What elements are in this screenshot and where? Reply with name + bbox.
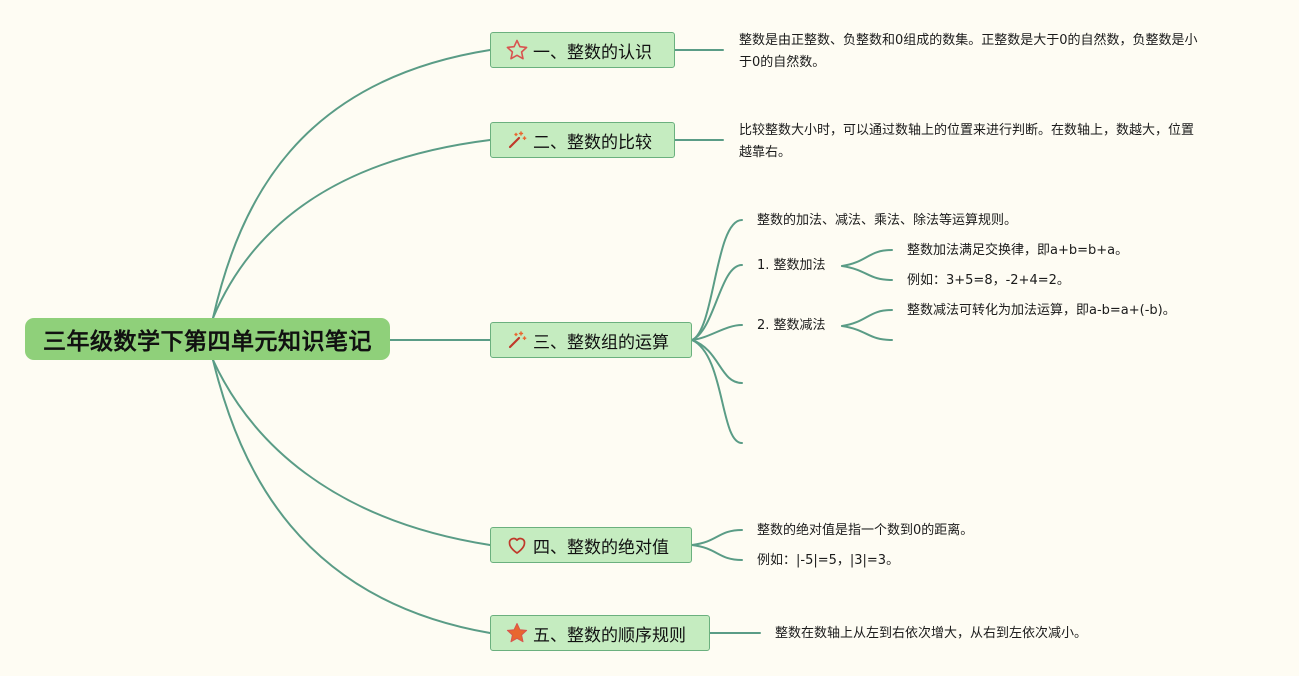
connector-topic3-empty2 bbox=[691, 339, 743, 444]
connector-sub1-item2 bbox=[841, 265, 893, 281]
subtopic-integer-subtraction[interactable]: 2. 整数减法 bbox=[757, 315, 826, 337]
connector-root-topic5 bbox=[212, 359, 491, 634]
note-line: 比较整数大小时，可以通过数轴上的位置来进行判断。在数轴上，数越大，位置 bbox=[739, 123, 1195, 138]
leaf-text: 整数加法满足交换律，即a+b=b+a。 bbox=[907, 243, 1129, 258]
subtopic-text: 1. 整数加法 bbox=[757, 258, 826, 273]
connector-root-topic1 bbox=[212, 49, 491, 319]
leaf-text: 例如：3+5=8，-2+4=2。 bbox=[907, 273, 1070, 288]
note-line: 越靠右。 bbox=[739, 145, 792, 160]
connector-root-topic4 bbox=[212, 359, 491, 546]
note-line: 整数是由正整数、负整数和0组成的数集。正整数是大于0的自然数，负整数是小 bbox=[739, 33, 1198, 48]
note-integer-comparison: 比较整数大小时，可以通过数轴上的位置来进行判断。在数轴上，数越大，位置 越靠右。 bbox=[739, 120, 1239, 164]
connector-topic4-item2 bbox=[691, 544, 743, 561]
connector-topic3-empty1 bbox=[691, 339, 743, 384]
leaf-subtraction-rule[interactable]: 整数减法可转化为加法运算，即a-b=a+(-b)。 bbox=[907, 300, 1176, 322]
note-line: 整数在数轴上从左到右依次增大，从右到左依次减小。 bbox=[775, 626, 1088, 641]
magic-wand-icon bbox=[505, 328, 529, 352]
topic-label: 四、整数的绝对值 bbox=[533, 537, 669, 558]
star-outline-icon bbox=[505, 38, 529, 62]
leaf-absolute-example[interactable]: 例如：|-5|=5，|3|=3。 bbox=[757, 550, 899, 572]
subtopic-integer-addition[interactable]: 1. 整数加法 bbox=[757, 255, 826, 277]
subtopic-text: 整数的加法、减法、乘法、除法等运算规则。 bbox=[757, 213, 1018, 228]
connector-topic3-sub1 bbox=[691, 264, 743, 341]
connector-sub1-item1 bbox=[841, 249, 893, 267]
connector-sub2-item1 bbox=[841, 309, 893, 327]
leaf-addition-example[interactable]: 例如：3+5=8，-2+4=2。 bbox=[907, 270, 1070, 292]
topic-label: 五、整数的顺序规则 bbox=[533, 625, 686, 646]
topic-label: 三、整数组的运算 bbox=[533, 332, 669, 353]
note-order-rules[interactable]: 整数在数轴上从左到右依次增大，从右到左依次减小。 bbox=[775, 623, 1087, 645]
topic-integer-operations[interactable]: 三、整数组的运算 bbox=[490, 322, 692, 358]
leaf-text: 整数减法可转化为加法运算，即a-b=a+(-b)。 bbox=[907, 303, 1176, 318]
note-line: 于0的自然数。 bbox=[739, 55, 826, 70]
topic-integer-concept[interactable]: 一、整数的认识 bbox=[490, 32, 675, 68]
magic-wand-icon bbox=[505, 128, 529, 152]
subtopic-operation-rules[interactable]: 整数的加法、减法、乘法、除法等运算规则。 bbox=[757, 210, 1017, 232]
connector-sub2-item2 bbox=[841, 325, 893, 341]
connector-topic4-item1 bbox=[691, 529, 743, 546]
heart-outline-icon bbox=[505, 533, 529, 557]
root-topic[interactable]: 三年级数学下第四单元知识笔记 bbox=[25, 318, 390, 360]
star-filled-icon bbox=[505, 621, 529, 645]
leaf-text: 整数的绝对值是指一个数到0的距离。 bbox=[757, 523, 974, 538]
connector-topic3-sub2 bbox=[691, 324, 743, 341]
note-integer-concept: 整数是由正整数、负整数和0组成的数集。正整数是大于0的自然数，负整数是小 于0的… bbox=[739, 30, 1239, 74]
topic-label: 一、整数的认识 bbox=[533, 42, 652, 63]
connector-root-topic2 bbox=[212, 139, 491, 319]
topic-integer-comparison[interactable]: 二、整数的比较 bbox=[490, 122, 675, 158]
leaf-addition-commutative[interactable]: 整数加法满足交换律，即a+b=b+a。 bbox=[907, 240, 1128, 262]
topic-absolute-value[interactable]: 四、整数的绝对值 bbox=[490, 527, 692, 563]
topic-order-rules[interactable]: 五、整数的顺序规则 bbox=[490, 615, 710, 651]
leaf-text: 例如：|-5|=5，|3|=3。 bbox=[757, 553, 900, 568]
subtopic-text: 2. 整数减法 bbox=[757, 318, 826, 333]
topic-label: 二、整数的比较 bbox=[533, 132, 652, 153]
root-title: 三年级数学下第四单元知识笔记 bbox=[43, 329, 372, 355]
connector-topic3-intro bbox=[691, 219, 743, 341]
leaf-absolute-definition[interactable]: 整数的绝对值是指一个数到0的距离。 bbox=[757, 520, 973, 542]
